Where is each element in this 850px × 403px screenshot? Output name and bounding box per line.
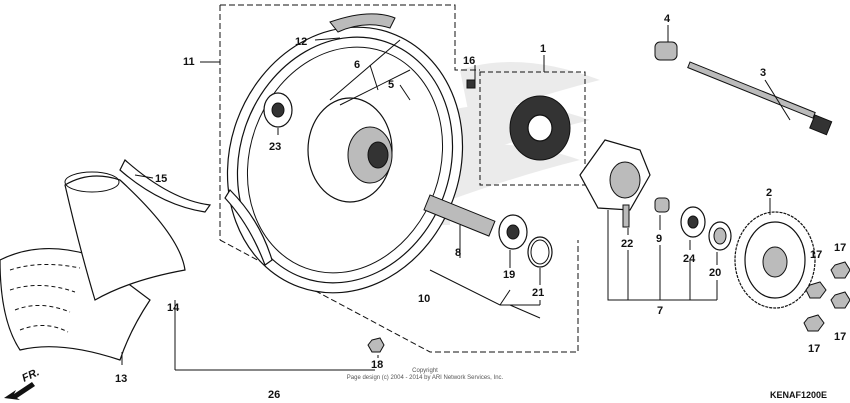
callout-17-b: 17 [834,242,846,254]
callout-7: 7 [657,305,663,317]
callout-1: 1 [540,43,546,55]
callout-6: 6 [354,59,360,71]
callout-3: 3 [760,67,766,79]
distance-collar-8 [423,194,496,237]
callout-22: 22 [621,238,633,250]
diagram-code: KENAF1200E [770,390,828,400]
callout-18: 18 [371,359,383,371]
rim-tape-12 [329,13,396,33]
callout-15: 15 [155,173,167,185]
callout-20: 20 [709,267,721,279]
copyright-notice: Copyright Page design (c) 2004 - 2014 by… [330,368,520,382]
nut-18 [367,337,385,353]
nuts-17 [803,261,850,332]
callout-10: 10 [418,293,430,305]
tube-14 [64,171,186,301]
wheel-assembly-frame [200,4,579,353]
callout-23: 23 [269,141,281,153]
collar-4 [654,41,678,61]
callout-16: 16 [463,55,475,67]
copyright-line-1: Copyright [412,368,438,374]
leader-lines [121,25,791,371]
callout-17-c: 17 [808,343,820,355]
callout-8: 8 [455,247,461,259]
bearings [263,92,732,268]
callouts: 1 2 3 4 5 6 7 8 9 10 11 12 13 14 15 16 1… [115,13,846,401]
rim-band-inner [224,189,273,266]
callout-12: 12 [295,36,307,48]
direction-label: FR. [20,368,41,385]
collar-9 [654,197,670,213]
callout-5: 5 [388,79,394,91]
callout-21: 21 [532,287,544,299]
copyright-line-2: Page design (c) 2004 - 2014 by ARI Netwo… [346,375,504,381]
valve-16 [466,79,476,89]
callout-14: 14 [167,302,180,314]
callout-17-d: 17 [834,331,846,343]
callout-11: 11 [183,56,195,68]
callout-4: 4 [664,13,671,25]
callout-13: 13 [115,373,127,385]
callout-26: 26 [268,389,280,401]
damper-1 [509,95,571,161]
callout-2: 2 [766,187,772,199]
sprocket-2 [734,211,816,309]
callout-24: 24 [683,253,696,265]
wheel-hub [307,39,411,203]
front-direction-arrow-icon: FR. [4,368,41,400]
rim-band-15 [119,159,212,213]
callout-17-a: 17 [810,249,822,261]
driven-flange [579,139,651,211]
axle-3 [687,61,833,136]
stud-22 [622,204,630,228]
callout-9: 9 [656,233,662,245]
callout-19: 19 [503,269,515,281]
